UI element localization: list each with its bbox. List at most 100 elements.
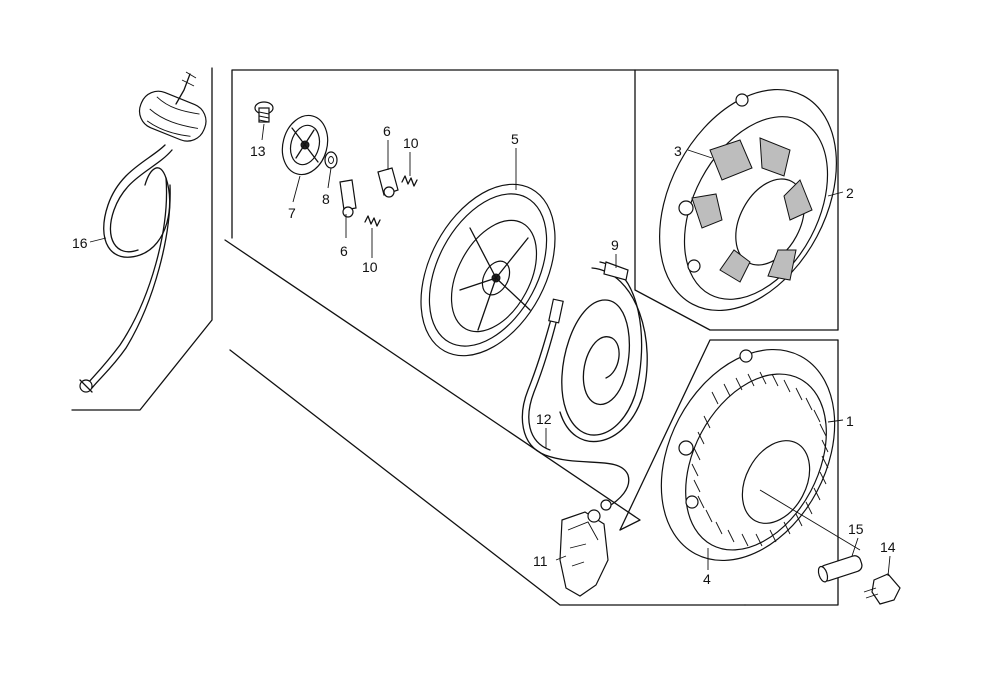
callout-7: 7 bbox=[288, 205, 296, 221]
rope-tail bbox=[87, 177, 168, 384]
rope-guide-body bbox=[559, 511, 609, 597]
guide-cable-line bbox=[521, 304, 630, 509]
leader-14 bbox=[887, 555, 891, 577]
cover-mount-hole-bottom bbox=[687, 259, 701, 273]
leader-8 bbox=[327, 167, 332, 189]
cover-mount-hole-left bbox=[678, 200, 694, 216]
part-8-washer bbox=[324, 151, 338, 169]
leader-7 bbox=[292, 175, 301, 203]
ratchet-upper-pivot bbox=[383, 186, 395, 198]
recoil-spring-hook bbox=[603, 261, 629, 281]
callout-10a: 10 bbox=[403, 135, 419, 151]
cover-window-6 bbox=[691, 193, 723, 229]
callout-labels: 1 2 3 4 5 6 6 7 8 9 10 10 11 12 13 14 15… bbox=[72, 123, 896, 587]
callout-6b: 6 bbox=[340, 243, 348, 259]
recoil-spring-coil bbox=[561, 261, 643, 436]
rope-grip-ribs bbox=[146, 96, 200, 137]
guide-cable-end bbox=[548, 298, 564, 324]
callout-1: 1 bbox=[846, 413, 854, 429]
guide-cable-eyelet bbox=[600, 499, 612, 511]
part-15-collar bbox=[817, 555, 863, 583]
reel-spokes bbox=[459, 227, 531, 331]
rope-end-tie bbox=[181, 71, 197, 87]
part-1-starter-case bbox=[660, 348, 836, 562]
lower-group-frame bbox=[229, 349, 746, 606]
leader-case-collar-axis bbox=[759, 489, 861, 551]
friction-plate-arms bbox=[291, 127, 319, 163]
leader-13 bbox=[261, 123, 265, 141]
part-6-ratchet-lower bbox=[339, 179, 357, 218]
callout-10b: 10 bbox=[362, 259, 378, 275]
leader-2 bbox=[827, 191, 844, 197]
case-group-frame-top bbox=[619, 339, 839, 531]
callout-15: 15 bbox=[848, 521, 864, 537]
callout-11: 11 bbox=[533, 553, 548, 569]
bolt-thread bbox=[258, 111, 270, 123]
guide-cable-edge bbox=[528, 306, 561, 451]
case-mount-hole-bottom bbox=[685, 495, 699, 509]
callout-6a: 6 bbox=[383, 123, 391, 139]
case-group-frame-right bbox=[744, 339, 839, 606]
rope-tail-edge bbox=[91, 184, 171, 389]
group-frames bbox=[71, 67, 839, 606]
part-13-bolt bbox=[254, 101, 274, 123]
spring-lower-coil bbox=[364, 215, 381, 227]
rope-end-knot bbox=[175, 73, 191, 105]
part-11-rope-guide bbox=[559, 509, 609, 597]
part-10-spring-lower bbox=[364, 215, 381, 227]
cover-window-1 bbox=[709, 139, 753, 181]
rope-grip-handle bbox=[138, 90, 207, 142]
cover-window-5 bbox=[719, 249, 751, 283]
case-mount-hole-left bbox=[678, 440, 694, 456]
callout-13: 13 bbox=[250, 143, 266, 159]
callout-3: 3 bbox=[674, 143, 682, 159]
part-14-flange-bolt bbox=[863, 573, 901, 605]
callout-12: 12 bbox=[536, 411, 552, 427]
part-2-starter-cover bbox=[659, 88, 837, 312]
part-9-recoil-spring bbox=[559, 261, 648, 443]
callout-2: 2 bbox=[846, 185, 854, 201]
rope-group-frame bbox=[71, 67, 213, 411]
cover-window-2 bbox=[759, 137, 791, 177]
rope-end-pin bbox=[79, 379, 93, 393]
leader-3 bbox=[687, 149, 713, 159]
part-10-spring-upper bbox=[401, 175, 418, 187]
rope-guide-ribs bbox=[567, 521, 599, 567]
case-mount-hole-top bbox=[739, 349, 753, 363]
cover-group-divider bbox=[634, 69, 839, 331]
flange-bolt-head bbox=[871, 573, 901, 605]
bolt-shank bbox=[258, 107, 270, 123]
spring-upper-coil bbox=[401, 175, 418, 187]
starter-case-center-opening bbox=[741, 440, 811, 524]
recoil-spring-outer bbox=[559, 267, 648, 443]
rope-coil-loop bbox=[103, 144, 171, 258]
callout-8: 8 bbox=[322, 191, 330, 207]
collar-end bbox=[817, 565, 829, 583]
leader-16 bbox=[89, 237, 107, 243]
part-5-reel bbox=[420, 183, 556, 357]
part-6-ratchet-upper bbox=[377, 167, 399, 198]
main-group-diagonal bbox=[224, 239, 641, 531]
callout-9: 9 bbox=[611, 237, 619, 253]
leader-lines bbox=[89, 123, 891, 577]
ratchet-lower-pivot bbox=[342, 206, 354, 218]
rope-coil-inner bbox=[109, 149, 173, 253]
washer-outer bbox=[324, 151, 338, 169]
flange-bolt-thread bbox=[863, 587, 879, 599]
main-group-frame-top bbox=[231, 69, 839, 331]
cover-mount-hole-top bbox=[735, 93, 749, 107]
ratchet-lower-body bbox=[339, 179, 357, 211]
callout-16: 16 bbox=[72, 235, 88, 251]
washer-hole bbox=[328, 156, 334, 164]
callout-14: 14 bbox=[880, 539, 896, 555]
part-16-starter-rope bbox=[79, 71, 207, 393]
leader-11 bbox=[555, 555, 567, 561]
starter-case-vent-slots bbox=[691, 371, 829, 547]
leader-1 bbox=[827, 419, 844, 423]
callout-4: 4 bbox=[703, 571, 711, 587]
rope-guide-eye bbox=[587, 509, 601, 523]
part-12-guide-cable bbox=[521, 298, 630, 511]
callout-5: 5 bbox=[511, 131, 519, 147]
